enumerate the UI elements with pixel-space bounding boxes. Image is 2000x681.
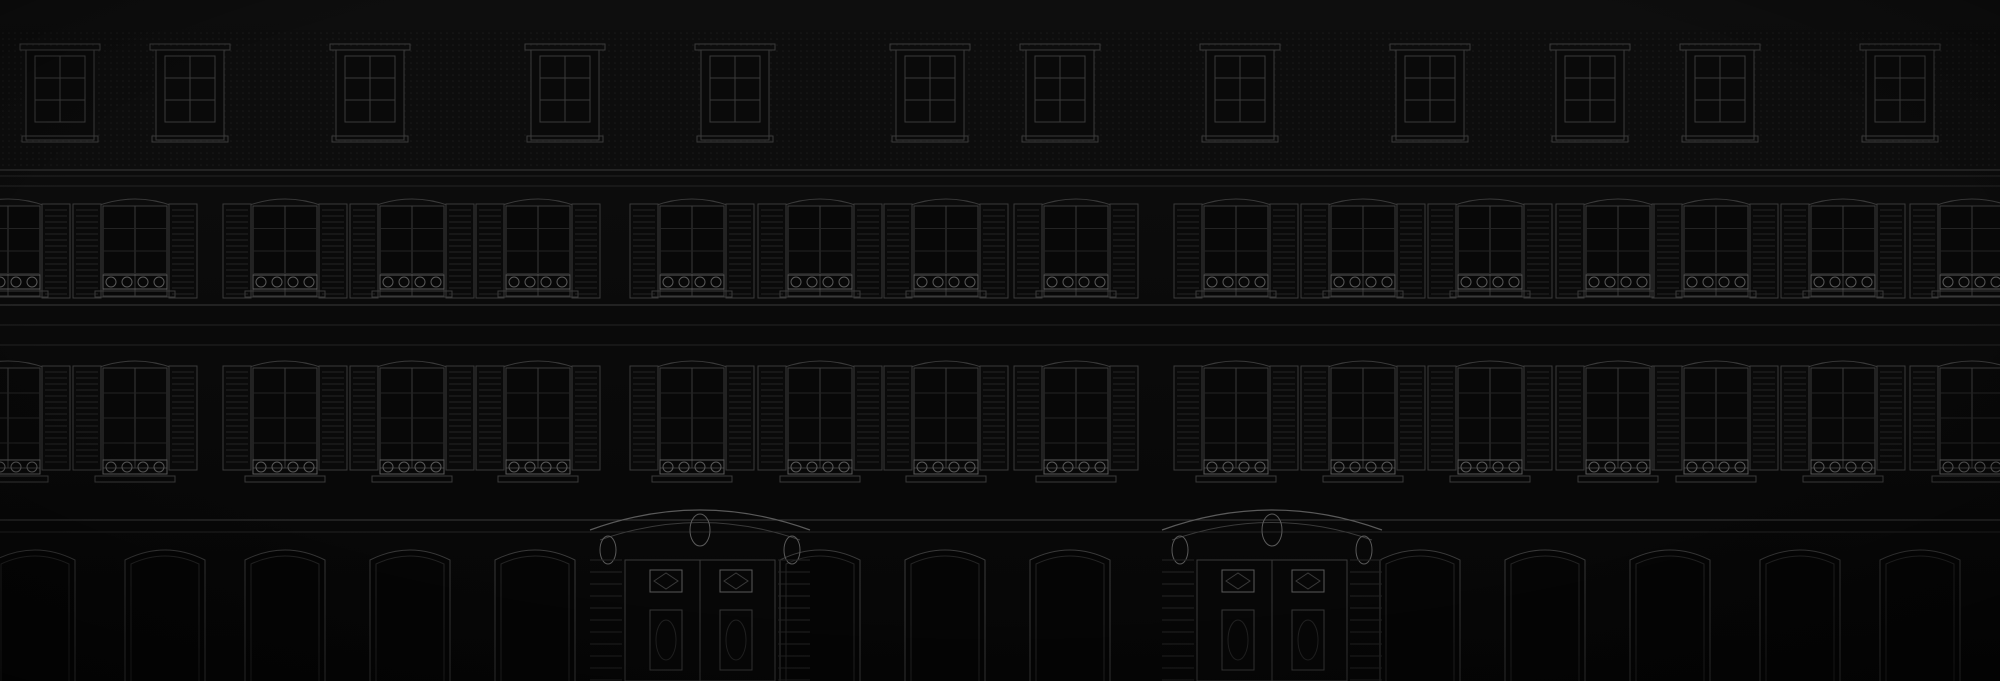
facade-background [0, 0, 2000, 681]
building-facade-illustration [0, 0, 2000, 681]
